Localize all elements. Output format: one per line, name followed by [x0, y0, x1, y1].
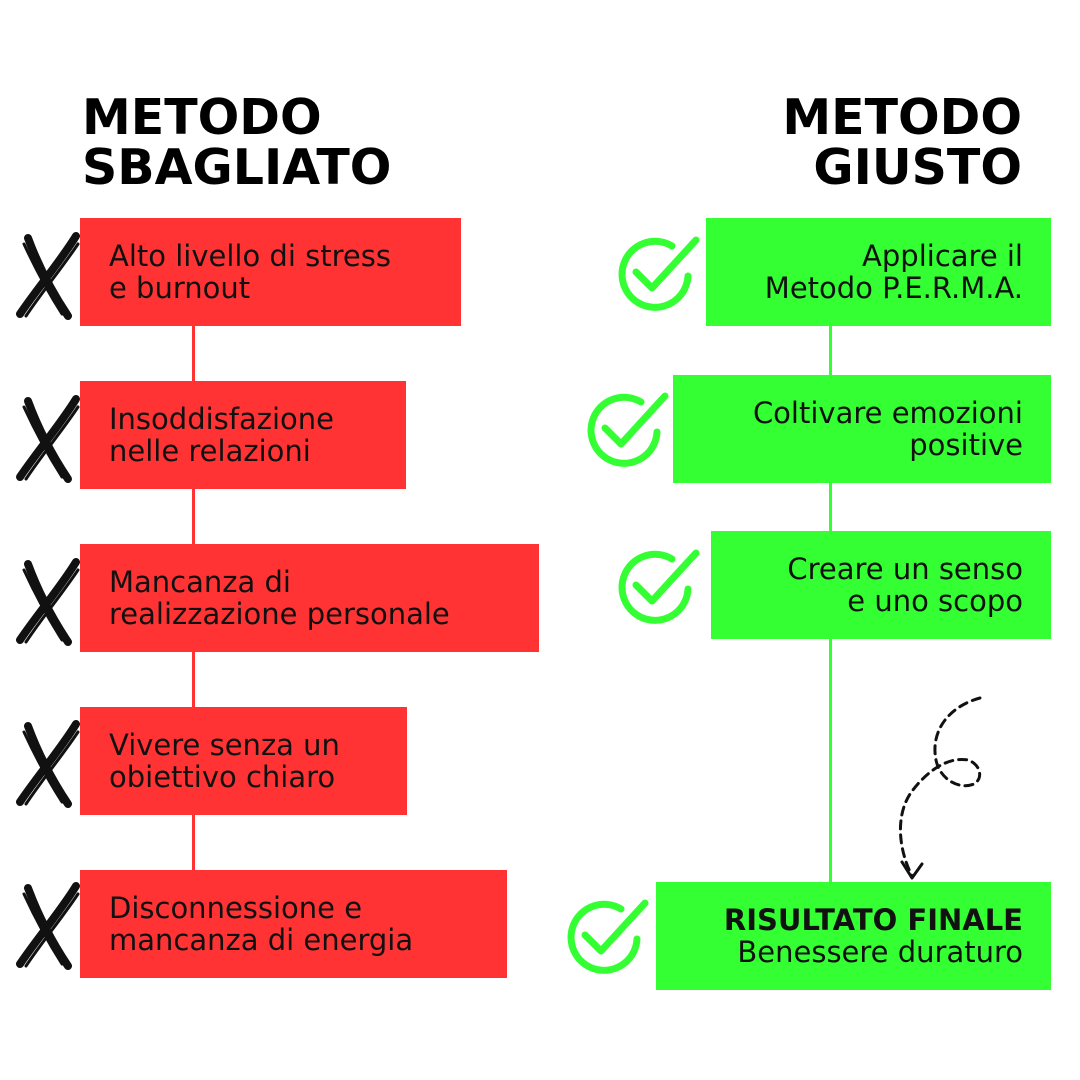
dashed-arrow-icon	[899, 696, 982, 880]
wrong-step-4: Vivere senza un obiettivo chiaro	[80, 707, 407, 815]
final-result-text: Benessere duraturo	[737, 935, 1023, 969]
right-method-title: METODO GIUSTO	[782, 93, 1022, 193]
x-mark-icon	[16, 720, 80, 808]
wrong-step-3-line-1: Mancanza di	[109, 565, 291, 599]
right-step-3-line-2: e uno scopo	[847, 584, 1023, 618]
x-mark-icon	[16, 395, 80, 483]
final-result-heading: RISULTATO FINALE	[723, 903, 1023, 937]
wrong-step-2: Insoddisfazione nelle relazioni	[80, 381, 406, 489]
right-step-2-line-2: positive	[909, 428, 1023, 462]
right-step-1-line-2: Metodo P.E.R.M.A.	[764, 271, 1023, 305]
wrong-step-1: Alto livello di stress e burnout	[80, 218, 461, 326]
right-step-1: Applicare il Metodo P.E.R.M.A.	[706, 218, 1051, 326]
wrong-step-5: Disconnessione e mancanza di energia	[80, 870, 507, 978]
x-mark-icon	[16, 232, 80, 320]
wrong-step-1-line-2: e burnout	[109, 271, 251, 305]
right-step-3: Creare un senso e uno scopo	[711, 531, 1051, 639]
wrong-method-title-line-1: METODO	[82, 89, 322, 146]
check-circle-icon	[618, 549, 700, 624]
x-mark-icon	[16, 882, 80, 970]
wrong-step-5-line-1: Disconnessione e	[109, 891, 363, 925]
right-step-2-line-1: Coltivare emozioni	[752, 396, 1023, 430]
wrong-step-4-line-1: Vivere senza un	[109, 728, 340, 762]
wrong-step-1-line-1: Alto livello di stress	[109, 239, 391, 273]
wrong-step-4-line-2: obiettivo chiaro	[109, 760, 336, 794]
wrong-step-2-line-2: nelle relazioni	[109, 434, 311, 468]
right-step-1-line-1: Applicare il	[862, 239, 1023, 273]
check-circle-icon	[618, 236, 700, 311]
wrong-method-title-line-2: SBAGLIATO	[82, 139, 392, 196]
wrong-step-5-line-2: mancanza di energia	[109, 923, 414, 957]
right-step-3-line-1: Creare un senso	[787, 552, 1023, 586]
wrong-step-2-line-1: Insoddisfazione	[109, 402, 334, 436]
final-result-box: RISULTATO FINALE Benessere duraturo	[656, 882, 1051, 990]
wrong-step-3: Mancanza di realizzazione personale	[80, 544, 539, 652]
wrong-step-3-line-2: realizzazione personale	[109, 597, 450, 631]
wrong-method-title: METODO SBAGLIATO	[82, 93, 391, 193]
check-circle-icon	[567, 899, 649, 974]
check-circle-icon	[587, 392, 669, 467]
right-method-title-line-1: METODO	[782, 89, 1022, 146]
x-mark-icon	[16, 558, 80, 646]
right-step-2: Coltivare emozioni positive	[673, 375, 1051, 483]
right-method-title-line-2: GIUSTO	[813, 139, 1022, 196]
